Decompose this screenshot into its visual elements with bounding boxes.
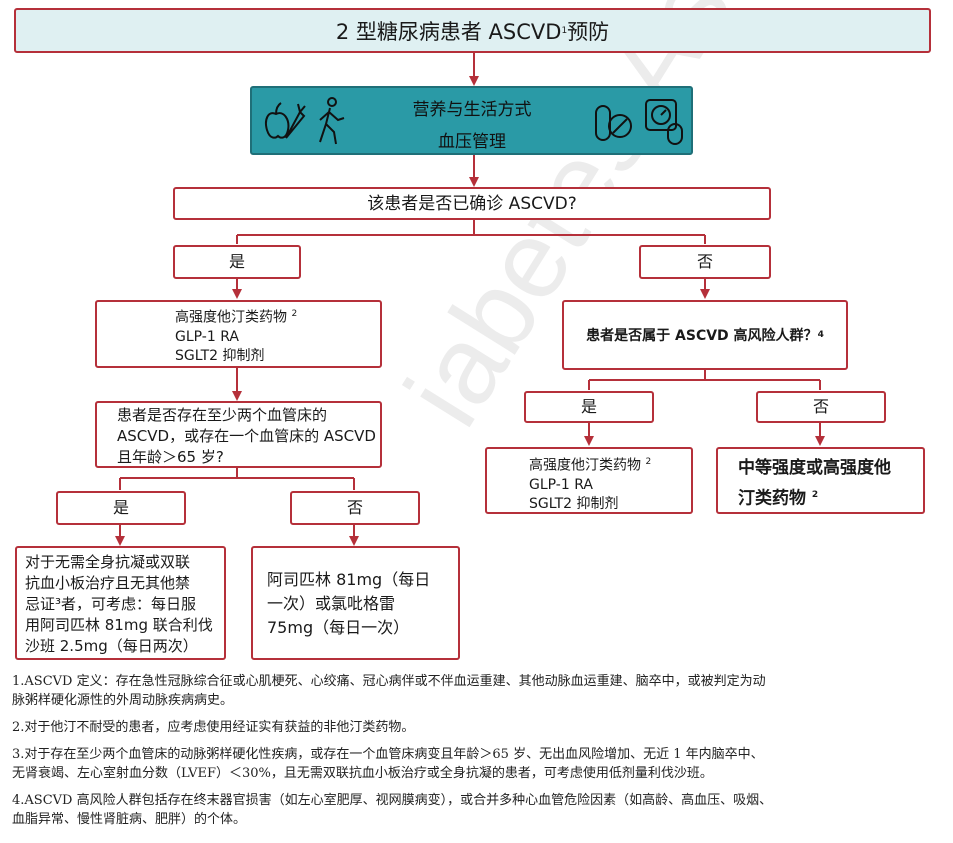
footnote-1a: 1.ASCVD 定义：存在急性冠脉综合征或心肌梗死、心绞痛、冠心病伴或不伴血运重… bbox=[12, 674, 766, 689]
question-high-risk-text: 患者是否属于 ASCVD 高风险人群？ bbox=[586, 328, 818, 344]
footnote-4: 4.ASCVD 高风险人群包括存在终末器官损害（如左心室肥厚、视网膜病变），或合… bbox=[12, 791, 947, 829]
title-suffix: 预防 bbox=[567, 19, 610, 44]
apple-carrot-icon bbox=[265, 102, 306, 139]
footnote-3a: 3.对于存在至少两个血管床的动脉粥样硬化性疾病，或存在一个血管床病变且年龄＞65… bbox=[12, 747, 764, 762]
right-branch-no-label: 否 bbox=[812, 397, 829, 416]
aspirin-l1: 阿司匹林 81mg（每日 bbox=[267, 570, 431, 589]
footnote-2-text: 2.对于他汀不耐受的患者，应考虑使用经证实有获益的非他汀类药物。 bbox=[12, 720, 415, 735]
footnote-3: 3.对于存在至少两个血管床的动脉粥样硬化性疾病，或存在一个血管床病变且年龄＞65… bbox=[12, 745, 947, 783]
bp-monitor-icon bbox=[645, 99, 683, 145]
right-branch-no: 否 bbox=[756, 391, 886, 423]
moderate-l1: 中等强度或高强度他 bbox=[738, 458, 891, 478]
question-vascular-l3: 且年龄＞65 岁? bbox=[117, 448, 224, 466]
branch-no-2-label: 否 bbox=[346, 498, 363, 517]
footnote-2: 2.对于他汀不耐受的患者，应考虑使用经证实有获益的非他汀类药物。 bbox=[12, 718, 947, 737]
right-statin-box: 高强度他汀类药物 2 GLP-1 RA SGLT2 抑制剂 bbox=[485, 447, 693, 514]
walking-person-icon bbox=[319, 97, 345, 145]
question-high-risk-sup: 4 bbox=[817, 330, 824, 340]
rivaroxaban-box: 对于无需全身抗凝或双联 抗血小板治疗且无其他禁 忌证³者，可考虑：每日服 用阿司… bbox=[15, 546, 226, 660]
title-sup: 1 bbox=[561, 25, 568, 36]
footnote-3b: 无肾衰竭、左心室射血分数（LVEF）＜30%，且无需双联抗血小板治疗或全身抗凝的… bbox=[12, 766, 713, 781]
branch-no: 否 bbox=[639, 245, 771, 279]
right-branch-yes-label: 是 bbox=[580, 397, 597, 416]
aspirin-l3: 75mg（每日一次） bbox=[267, 618, 410, 637]
question-ascvd-text: 该患者是否已确诊 ASCVD? bbox=[367, 193, 577, 214]
question-high-risk: 患者是否属于 ASCVD 高风险人群？4 bbox=[562, 300, 848, 370]
rivaroxaban-l1: 对于无需全身抗凝或双联 bbox=[25, 553, 191, 571]
branch-no-label: 否 bbox=[696, 252, 713, 271]
branch-yes-label: 是 bbox=[228, 252, 245, 271]
footnote-1: 1.ASCVD 定义：存在急性冠脉综合征或心肌梗死、心绞痛、冠心病伴或不伴血运重… bbox=[12, 672, 947, 710]
right-statin-l1: 高强度他汀类药物 bbox=[529, 457, 641, 474]
lifestyle-line-1: 营养与生活方式 bbox=[412, 99, 532, 120]
aspirin-box: 阿司匹林 81mg（每日 一次）或氯吡格雷 75mg（每日一次） bbox=[251, 546, 460, 660]
footnote-4b: 血脂异常、慢性肾脏病、肥胖）的个体。 bbox=[12, 812, 247, 827]
left-statin-sup: 2 bbox=[291, 309, 298, 319]
right-statin-sup: 2 bbox=[645, 457, 652, 467]
lifestyle-box: 营养与生活方式 血压管理 bbox=[250, 86, 693, 155]
branch-yes-2: 是 bbox=[56, 491, 186, 525]
left-statin-l1: 高强度他汀类药物 bbox=[175, 309, 287, 326]
footnote-1b: 脉粥样硬化源性的外周动脉疾病病史。 bbox=[12, 693, 234, 708]
right-statin-l3: SGLT2 抑制剂 bbox=[529, 495, 619, 512]
footnotes: 1.ASCVD 定义：存在急性冠脉综合征或心肌梗死、心绞痛、冠心病伴或不伴血运重… bbox=[12, 672, 947, 837]
question-vascular-beds: 患者是否存在至少两个血管床的 ASCVD，或存在一个血管床的 ASCVD 且年龄… bbox=[95, 401, 382, 468]
branch-yes: 是 bbox=[173, 245, 301, 279]
lifestyle-line-2: 血压管理 bbox=[438, 131, 506, 152]
branch-no-2: 否 bbox=[290, 491, 420, 525]
moderate-statin-box: 中等强度或高强度他 汀类药物 2 bbox=[716, 447, 925, 514]
branch-yes-2-label: 是 bbox=[112, 498, 129, 517]
question-vascular-l2: ASCVD，或存在一个血管床的 ASCVD bbox=[117, 427, 376, 445]
aspirin-l2: 一次）或氯吡格雷 bbox=[267, 594, 396, 613]
rivaroxaban-l4: 用阿司匹林 81mg 联合利伐 bbox=[25, 616, 213, 634]
rivaroxaban-l5: 沙班 2.5mg（每日两次） bbox=[25, 637, 198, 655]
left-statin-box: 高强度他汀类药物 2 GLP-1 RA SGLT2 抑制剂 bbox=[95, 300, 382, 368]
left-statin-l3: SGLT2 抑制剂 bbox=[175, 347, 265, 364]
question-vascular-l1: 患者是否存在至少两个血管床的 bbox=[117, 406, 328, 424]
right-statin-l2: GLP-1 RA bbox=[529, 476, 593, 493]
rivaroxaban-l3: 忌证³者，可考虑：每日服 bbox=[25, 595, 197, 613]
question-ascvd-diagnosed: 该患者是否已确诊 ASCVD? bbox=[173, 187, 771, 220]
right-branch-yes: 是 bbox=[524, 391, 654, 423]
left-statin-l2: GLP-1 RA bbox=[175, 328, 239, 345]
moderate-sup: 2 bbox=[811, 490, 819, 500]
title-text: 2 型糖尿病患者 ASCVD bbox=[335, 19, 562, 44]
footnote-4a: 4.ASCVD 高风险人群包括存在终末器官损害（如左心室肥厚、视网膜病变），或合… bbox=[12, 793, 773, 808]
no-smoking-icon bbox=[595, 105, 632, 141]
rivaroxaban-l2: 抗血小板治疗且无其他禁 bbox=[25, 574, 191, 592]
moderate-l2: 汀类药物 bbox=[738, 488, 806, 509]
